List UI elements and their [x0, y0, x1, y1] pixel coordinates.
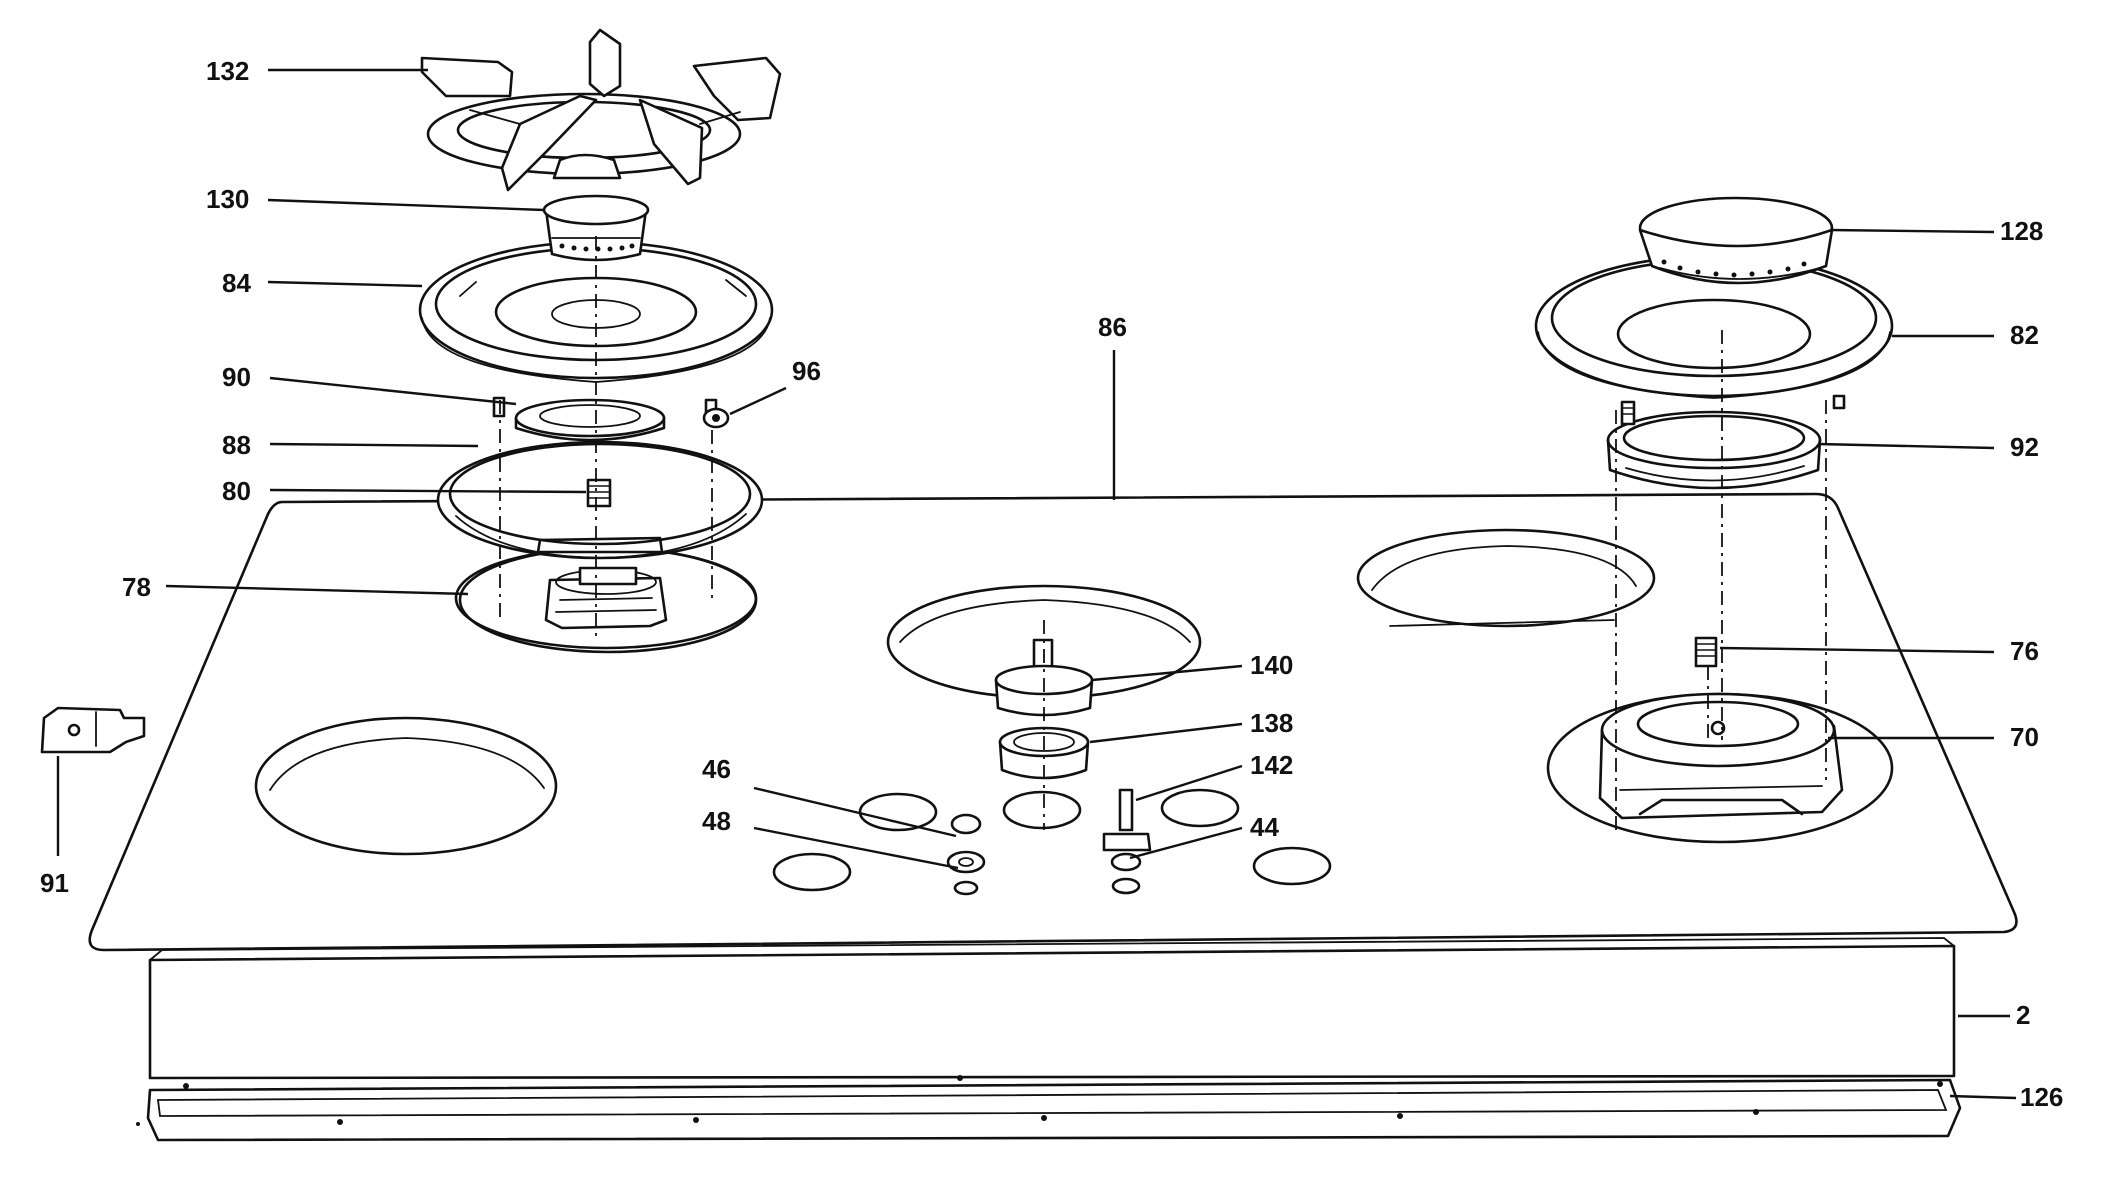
leader-lines: [56, 68, 2017, 1100]
callout-78: 78: [122, 572, 151, 602]
callout-88: 88: [222, 430, 251, 460]
left-burner-orifice: [586, 478, 612, 508]
callout-76: 76: [2010, 636, 2039, 666]
callout-142: 142: [1250, 750, 1293, 780]
right-burner-orifice: [1694, 636, 1718, 668]
assembly-center-lines: [499, 236, 1827, 830]
mounting-clip: [40, 706, 146, 754]
callout-128: 128: [2000, 216, 2043, 246]
right-burner-screws: [1620, 394, 1846, 426]
cooktop-base-frame: [148, 937, 1956, 1080]
left-burner-grate: [420, 28, 782, 192]
burner-hole-front-left: [254, 716, 558, 856]
callout-46: 46: [702, 754, 731, 784]
callout-86: 86: [1098, 312, 1127, 342]
callout-132: 132: [206, 56, 249, 86]
callout-91: 91: [40, 868, 69, 898]
right-burner-cap: [1638, 196, 1834, 285]
right-burner-base-assembly: [1598, 692, 1844, 820]
right-valve-stem-stack: [1102, 788, 1152, 895]
callout-92: 92: [2010, 432, 2039, 462]
callout-48: 48: [702, 806, 731, 836]
left-burner-base-assembly: [454, 546, 758, 650]
callout-labels: 132 130 84 90 96 88 80 78 86 128 82 92 7…: [40, 56, 2063, 1112]
cooktop-bottom-tray: [136, 1075, 1962, 1142]
left-burner-screws: [492, 396, 730, 429]
callout-130: 130: [206, 184, 249, 214]
callout-96: 96: [792, 356, 821, 386]
callout-70: 70: [2010, 722, 2039, 752]
callout-138: 138: [1250, 708, 1293, 738]
callout-126: 126: [2020, 1082, 2063, 1112]
callout-82: 82: [2010, 320, 2039, 350]
burner-hole-rear-right: [1356, 528, 1656, 628]
callout-2: 2: [2016, 1000, 2030, 1030]
callout-90: 90: [222, 362, 251, 392]
left-burner-cap: [542, 194, 650, 262]
callout-44: 44: [1250, 812, 1279, 842]
callout-140: 140: [1250, 650, 1293, 680]
left-burner-gasket: [514, 398, 666, 442]
right-burner-top-ring: [1534, 254, 1894, 399]
callout-84: 84: [222, 268, 251, 298]
right-burner-gasket-ring: [1606, 410, 1822, 490]
valve-stem-cap: [994, 638, 1094, 717]
callout-80: 80: [222, 476, 251, 506]
